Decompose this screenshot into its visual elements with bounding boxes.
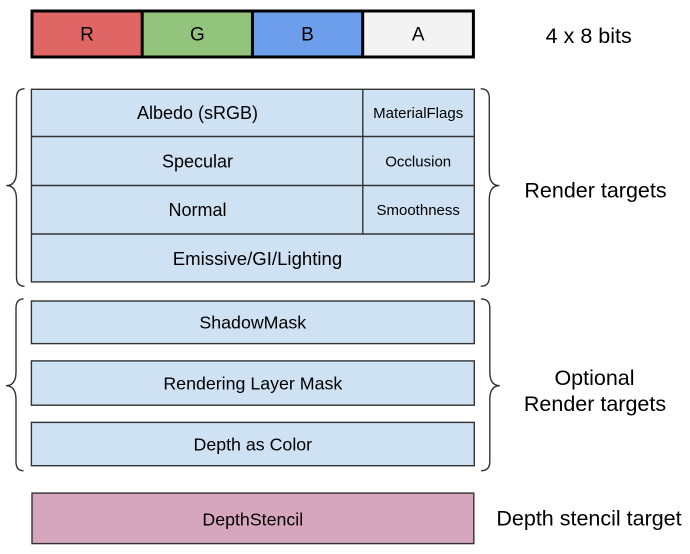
svg-text:Depth as Color: Depth as Color: [193, 435, 312, 455]
svg-text:Render targets: Render targets: [524, 178, 666, 202]
svg-text:Emissive/GI/Lighting: Emissive/GI/Lighting: [173, 248, 342, 269]
svg-text:Depth stencil target: Depth stencil target: [496, 507, 681, 531]
svg-text:Optional: Optional: [554, 366, 634, 390]
svg-text:Render targets: Render targets: [524, 392, 666, 416]
svg-text:ShadowMask: ShadowMask: [199, 313, 306, 333]
svg-text:Albedo (sRGB): Albedo (sRGB): [137, 103, 258, 123]
svg-text:B: B: [301, 25, 314, 46]
svg-text:R: R: [80, 25, 94, 46]
svg-text:MaterialFlags: MaterialFlags: [373, 105, 463, 122]
svg-text:DepthStencil: DepthStencil: [202, 510, 303, 530]
svg-text:Normal: Normal: [168, 200, 226, 220]
svg-text:A: A: [412, 25, 425, 46]
svg-text:4 x 8 bits: 4 x 8 bits: [546, 24, 632, 48]
svg-text:Smoothness: Smoothness: [377, 202, 460, 219]
svg-text:Rendering Layer Mask: Rendering Layer Mask: [163, 374, 342, 394]
svg-text:G: G: [190, 25, 205, 46]
svg-text:Specular: Specular: [162, 152, 233, 172]
svg-text:Occlusion: Occlusion: [385, 153, 451, 170]
